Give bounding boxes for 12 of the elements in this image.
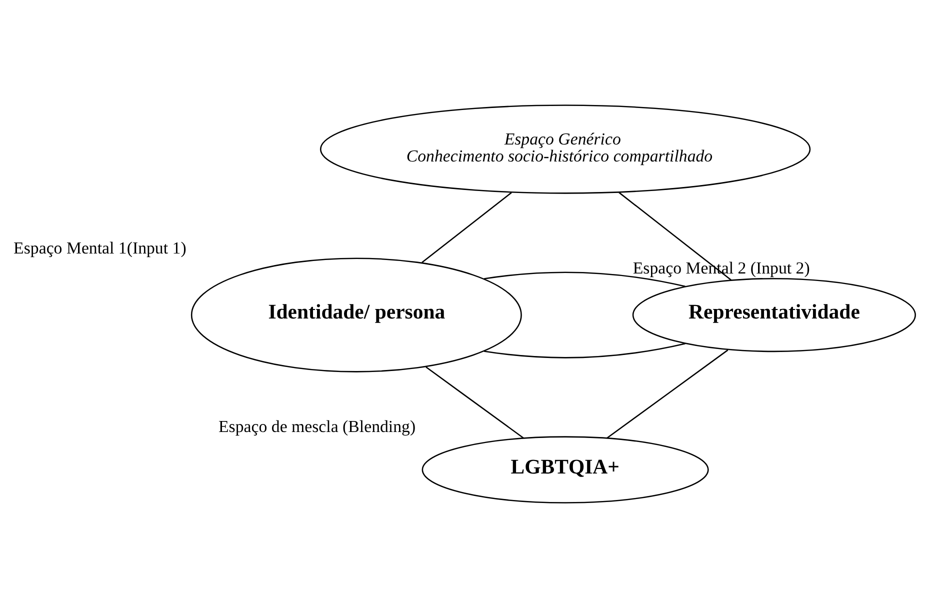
- connector: [422, 192, 512, 263]
- connector: [484, 271, 686, 287]
- connector: [484, 342, 686, 358]
- node-ellipse: Representatividade: [632, 277, 916, 352]
- node-label: Espaço Mental 1(Input 1): [14, 238, 186, 257]
- node-ellipse: LGBTQIA+: [422, 436, 709, 503]
- node-ellipse: Identidade/ persona: [190, 257, 522, 372]
- connector: [606, 349, 728, 438]
- connector: [618, 192, 732, 280]
- node-label: Espaço de mescla (Blending): [218, 416, 416, 436]
- connector: [426, 366, 524, 438]
- node-ellipse: Espaço Genérico Conhecimento socio-histórico compartilhado: [320, 104, 811, 194]
